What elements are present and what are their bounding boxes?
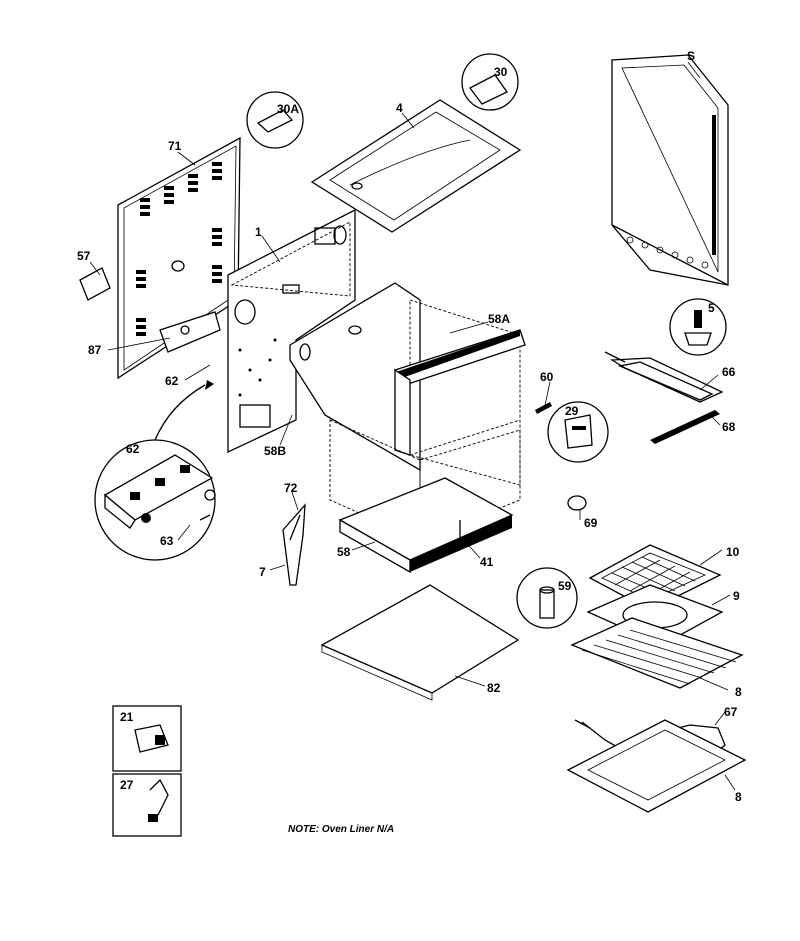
- detail-29: [547, 401, 609, 463]
- top-panel: [310, 99, 522, 233]
- part-69: [567, 495, 587, 511]
- part-68: [650, 410, 720, 444]
- arrow-detail-62: [154, 384, 206, 441]
- callout-29: 29: [565, 404, 579, 418]
- detail-30A: [246, 91, 304, 149]
- detail-30: [461, 53, 519, 111]
- part-57-bracket: [79, 267, 111, 301]
- detail-5: [669, 298, 727, 356]
- callout-8b: 8: [735, 790, 742, 804]
- oven-cavity: [289, 282, 526, 541]
- callout-68: 68: [722, 420, 736, 434]
- inset-27: [112, 773, 182, 837]
- callout-30A: 30A: [277, 102, 299, 116]
- callout-8a: 8: [735, 685, 742, 699]
- callout-63: 63: [160, 534, 174, 548]
- callout-71: 71: [168, 139, 182, 153]
- callout-58B: 58B: [264, 444, 286, 458]
- part-60: [535, 402, 552, 414]
- callout-41: 41: [480, 555, 494, 569]
- oven-bottom: [338, 477, 514, 574]
- callout-7: 7: [259, 565, 266, 579]
- callout-58A: 58A: [488, 312, 510, 326]
- rear-frame: [227, 208, 356, 454]
- detail-62: [94, 439, 216, 561]
- drawer-panel: [566, 719, 747, 813]
- door-handle: [282, 503, 306, 586]
- callout-67: 67: [724, 705, 738, 719]
- callout-60: 60: [540, 370, 554, 384]
- broil-element: [604, 351, 724, 403]
- oven-rack: [570, 617, 744, 689]
- callout-5: 5: [708, 301, 715, 315]
- callout-21: 21: [120, 710, 134, 724]
- callout-62b: 62: [126, 442, 140, 456]
- callout-9: 9: [733, 589, 740, 603]
- callout-72: 72: [284, 481, 298, 495]
- callout-58: 58: [337, 545, 351, 559]
- inset-21: [112, 705, 182, 772]
- callout-1: 1: [255, 225, 262, 239]
- callout-57: 57: [77, 249, 91, 263]
- callout-S: S: [687, 49, 695, 63]
- side-panel: [611, 54, 729, 286]
- callout-labels: 71 57 1 87 62 62 63 30A 4 30 S 5 58A 66 …: [77, 49, 742, 804]
- arrow-head: [205, 380, 214, 390]
- callout-59: 59: [558, 579, 572, 593]
- callout-10: 10: [726, 545, 740, 559]
- callout-87: 87: [88, 343, 102, 357]
- callout-4: 4: [396, 101, 403, 115]
- callout-69: 69: [584, 516, 598, 530]
- callout-66: 66: [722, 365, 736, 379]
- back-panel: [117, 136, 241, 380]
- callout-30: 30: [494, 65, 508, 79]
- bottom-panel: [320, 584, 520, 701]
- leader-lines: [89, 61, 736, 791]
- callout-62a: 62: [165, 374, 179, 388]
- callout-27: 27: [120, 778, 134, 792]
- callout-82: 82: [487, 681, 501, 695]
- note-text: NOTE: Oven Liner N/A: [288, 824, 394, 835]
- detail-59: [516, 567, 578, 629]
